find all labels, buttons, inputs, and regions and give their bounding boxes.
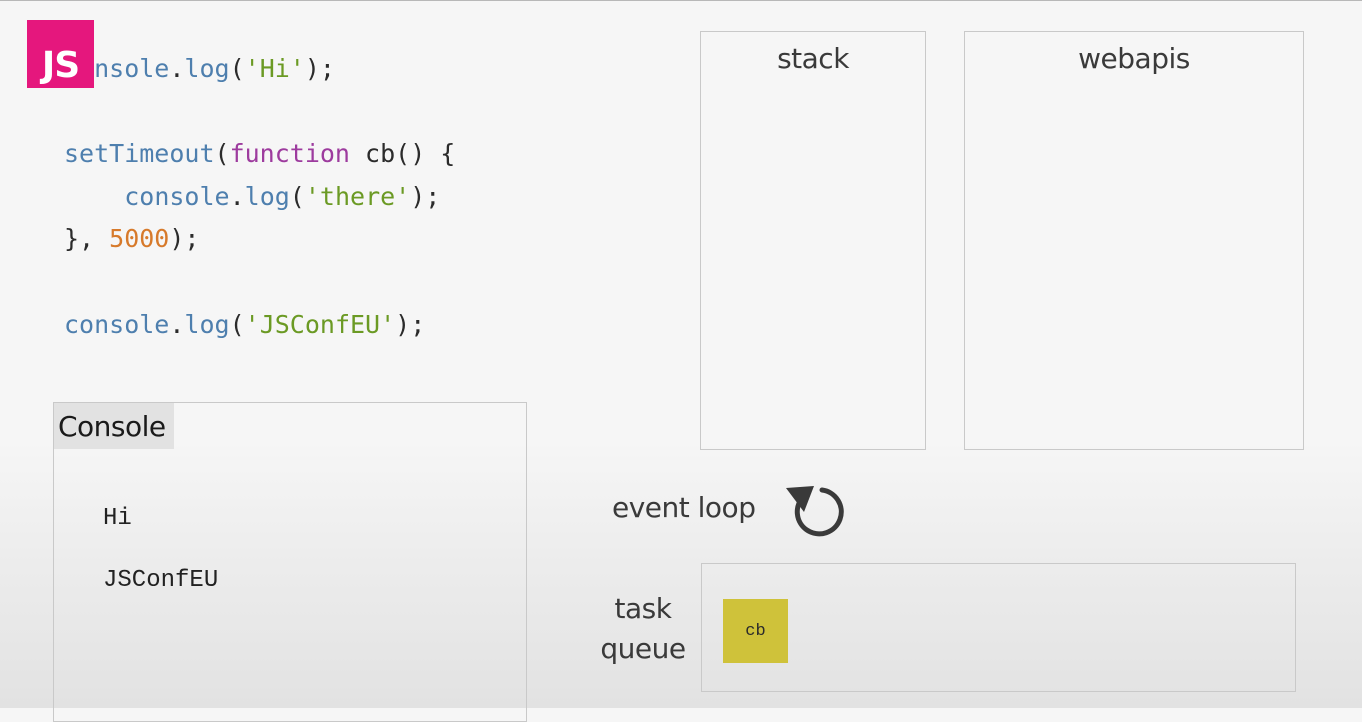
console-output-line: JSConfEU [103,567,219,594]
webapis-title: webapis [1078,42,1190,75]
code-token: ( [229,309,245,339]
code-token: setTimeout [64,139,215,169]
code-line: console.log('JSConfEU'); [64,304,455,347]
console-output-line: Hi [103,505,132,532]
code-line: }, 5000); [64,218,455,261]
code-token: ( [214,139,230,169]
console-title: Console [54,403,174,449]
code-token [64,182,124,211]
code-token: . [229,181,245,211]
code-line [64,261,455,304]
webapis-panel: webapis [964,31,1304,450]
js-logo: JS [27,20,94,88]
code-line: setTimeout(function cb() { [64,133,455,176]
task-queue-panel: cb [701,563,1296,692]
stack-title: stack [777,42,849,75]
code-token: ); [410,181,441,211]
call-stack-panel: stack [700,31,926,450]
code-token: 5000 [109,224,170,254]
task-queue-item-cb: cb [723,599,788,663]
task-queue-label-line2: queue [600,632,686,665]
code-token: . [169,54,185,83]
code-token: ); [395,309,426,339]
code-token: . [169,309,185,339]
code-token: 'there' [304,181,411,211]
task-queue-label: task queue [598,589,688,669]
task-queue-label-line1: task [614,592,672,625]
code-token: function [229,139,350,169]
code-line: console.log('Hi'); [64,48,455,91]
code-token: cb() { [350,139,456,169]
code-token: log [244,181,290,211]
code-token: console [64,309,170,339]
code-line [64,91,455,134]
code-token: 'Hi' [244,54,305,83]
code-token: }, [64,224,110,254]
code-token: log [184,54,230,83]
circular-arrow-icon [786,486,844,537]
top-divider [0,0,1362,1]
code-token: ( [289,181,305,211]
code-token: ( [229,54,245,83]
code-token: ); [304,54,335,83]
code-token: ); [169,224,200,254]
code-token: console [124,181,230,211]
code-snippet: console.log('Hi');setTimeout(function cb… [64,48,455,346]
code-token: log [184,309,230,339]
code-line: console.log('there'); [64,176,455,219]
console-panel: Console Hi JSConfEU [53,402,527,722]
code-token: 'JSConfEU' [244,309,396,339]
event-loop-label: event loop [612,491,756,524]
